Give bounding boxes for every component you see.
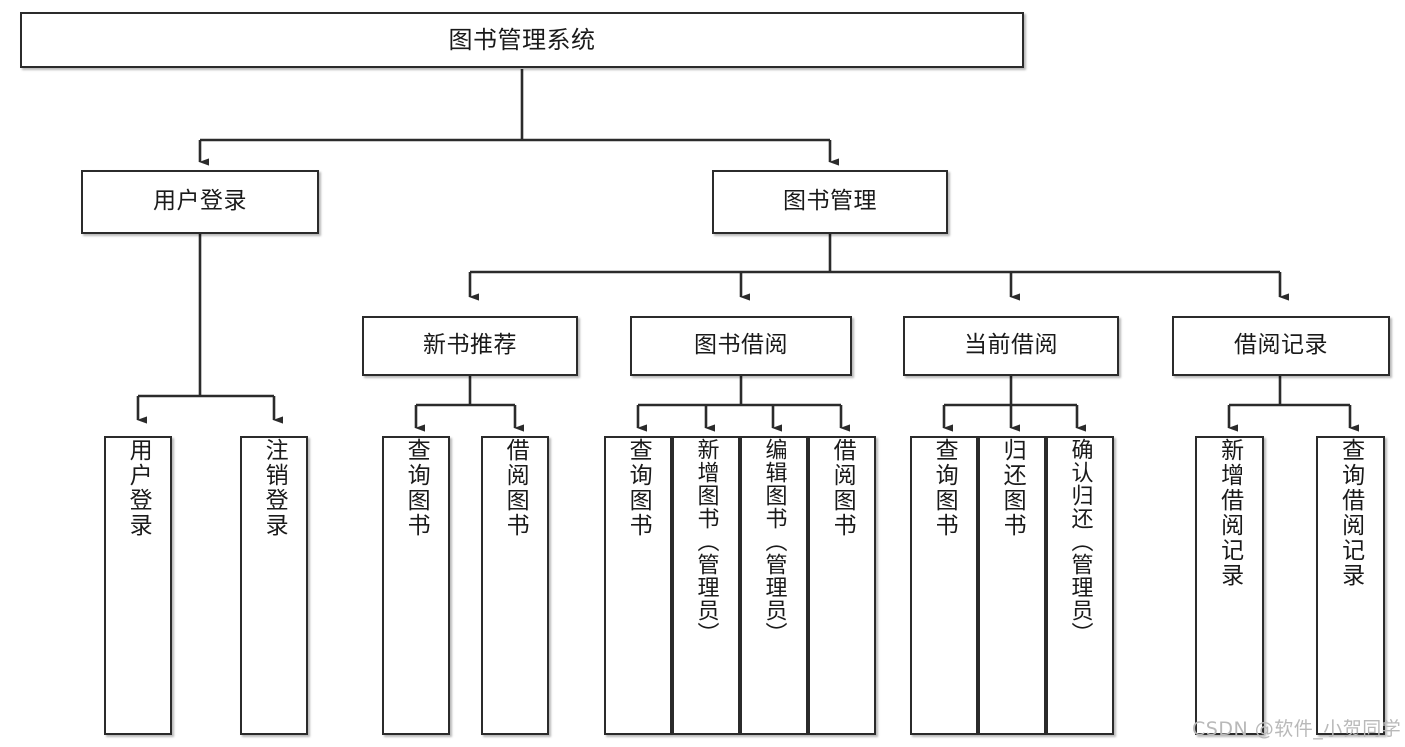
node-leaf-edit-book-label: 编辑图书（管理员） [761, 438, 787, 645]
node-leaf-user-logout-label: 注销登录 [261, 438, 288, 538]
node-borrow-record-label: 借阅记录 [1234, 332, 1328, 359]
node-current-borrow-label: 当前借阅 [964, 332, 1058, 359]
node-leaf-borrow-book-1-label: 借阅图书 [502, 438, 529, 538]
node-leaf-user-login-label: 用户登录 [125, 438, 152, 538]
node-user-login-label: 用户登录 [153, 188, 247, 215]
node-leaf-query-record[interactable]: 查询借阅记录 [1316, 436, 1385, 735]
node-current-borrow[interactable]: 当前借阅 [903, 316, 1119, 376]
node-borrow-record[interactable]: 借阅记录 [1172, 316, 1390, 376]
node-leaf-query-book-3[interactable]: 查询图书 [910, 436, 978, 735]
node-book-manage-label: 图书管理 [783, 188, 877, 215]
node-book-borrow-label: 图书借阅 [694, 332, 788, 359]
node-root-label: 图书管理系统 [448, 25, 596, 54]
node-root[interactable]: 图书管理系统 [20, 12, 1024, 68]
node-leaf-query-book-2-label: 查询图书 [625, 438, 652, 538]
node-leaf-edit-book[interactable]: 编辑图书（管理员） [740, 436, 808, 735]
node-book-manage[interactable]: 图书管理 [712, 170, 948, 234]
node-leaf-query-book-1[interactable]: 查询图书 [382, 436, 450, 735]
node-leaf-query-book-3-label: 查询图书 [931, 438, 958, 538]
node-leaf-return-book-label: 归还图书 [999, 438, 1026, 538]
node-leaf-return-book[interactable]: 归还图书 [978, 436, 1046, 735]
node-leaf-borrow-book-1[interactable]: 借阅图书 [481, 436, 549, 735]
csdn-watermark: CSDN @软件_小贺同学 [1192, 718, 1402, 740]
node-leaf-user-logout[interactable]: 注销登录 [240, 436, 308, 735]
node-leaf-confirm-return[interactable]: 确认归还（管理员） [1046, 436, 1114, 735]
node-leaf-confirm-return-label: 确认归还（管理员） [1067, 438, 1093, 645]
node-leaf-add-book[interactable]: 新增图书（管理员） [672, 436, 740, 735]
node-leaf-query-book-2[interactable]: 查询图书 [604, 436, 672, 735]
node-leaf-add-record-label: 新增借阅记录 [1216, 438, 1243, 588]
node-leaf-add-book-label: 新增图书（管理员） [693, 438, 719, 645]
node-user-login[interactable]: 用户登录 [81, 170, 319, 234]
node-new-book-recommend-label: 新书推荐 [423, 332, 517, 359]
node-leaf-query-book-1-label: 查询图书 [403, 438, 430, 538]
node-new-book-recommend[interactable]: 新书推荐 [362, 316, 578, 376]
node-book-borrow[interactable]: 图书借阅 [630, 316, 852, 376]
node-leaf-borrow-book-2[interactable]: 借阅图书 [808, 436, 876, 735]
node-leaf-borrow-book-2-label: 借阅图书 [829, 438, 856, 538]
node-leaf-user-login[interactable]: 用户登录 [104, 436, 172, 735]
node-leaf-add-record[interactable]: 新增借阅记录 [1195, 436, 1264, 735]
node-leaf-query-record-label: 查询借阅记录 [1337, 438, 1364, 588]
